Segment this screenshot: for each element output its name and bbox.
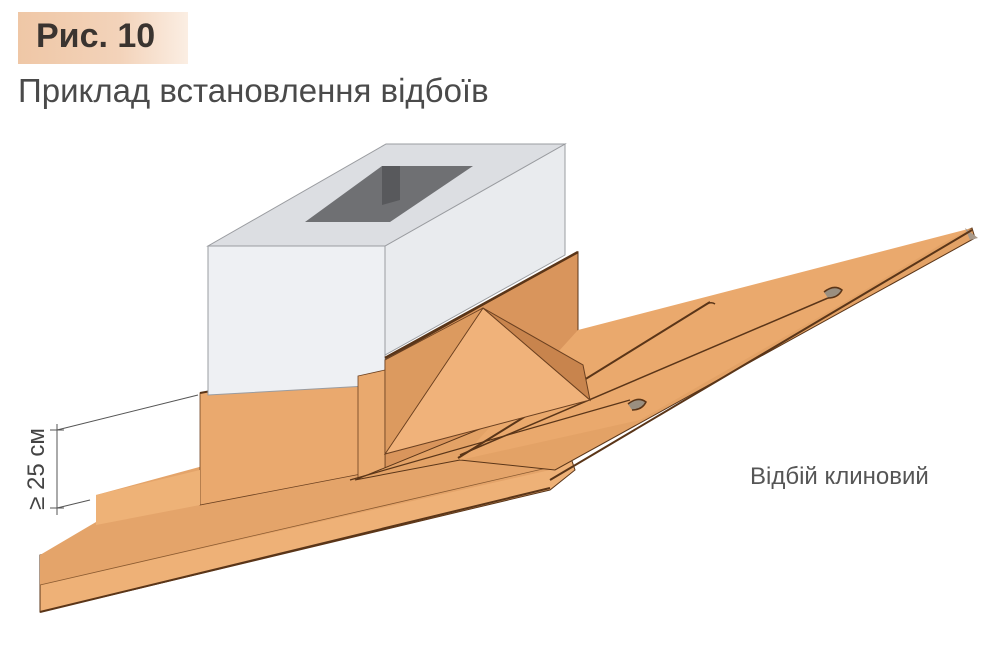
dimension-label: ≥ 25 см [23, 428, 50, 510]
figure-title: Приклад встановлення відбоїв [18, 72, 489, 109]
figure-badge [18, 12, 188, 64]
seam-folds [627, 286, 843, 411]
sheet-tip [965, 228, 978, 240]
chimney [206, 143, 567, 396]
wedge-deflector [383, 307, 592, 456]
callout-wedge-deflector: Відбій клиновий [750, 463, 929, 490]
figure-label: Рис. 10 [36, 17, 156, 55]
dimension-lines [50, 394, 199, 515]
